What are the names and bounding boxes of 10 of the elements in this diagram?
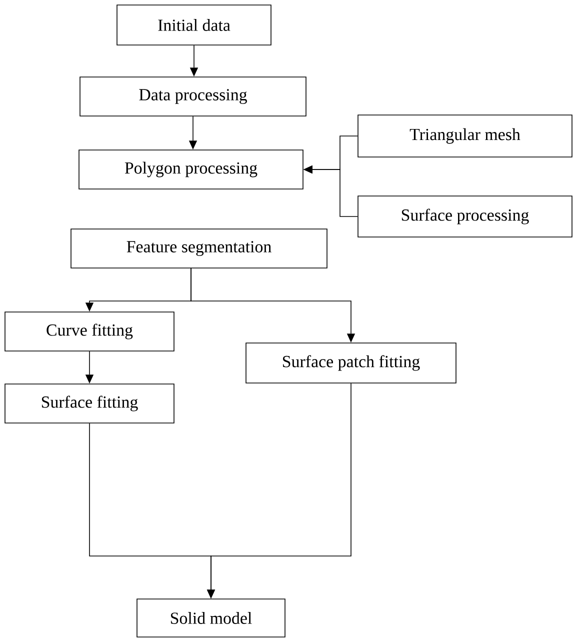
process-box: Curve fitting: [4, 312, 174, 352]
process-box: Surface processing: [358, 196, 572, 238]
process-box: Initial data: [116, 4, 272, 46]
process-box: Surface fitting: [4, 384, 174, 424]
process-box: Solid model: [136, 598, 286, 638]
process-box: Surface patch fitting: [246, 342, 456, 384]
process-box: Data processing: [80, 76, 306, 116]
process-box: Polygon processing: [78, 150, 304, 190]
process-box: Feature segmentation: [70, 228, 328, 268]
process-box: Triangular mesh: [358, 114, 572, 158]
